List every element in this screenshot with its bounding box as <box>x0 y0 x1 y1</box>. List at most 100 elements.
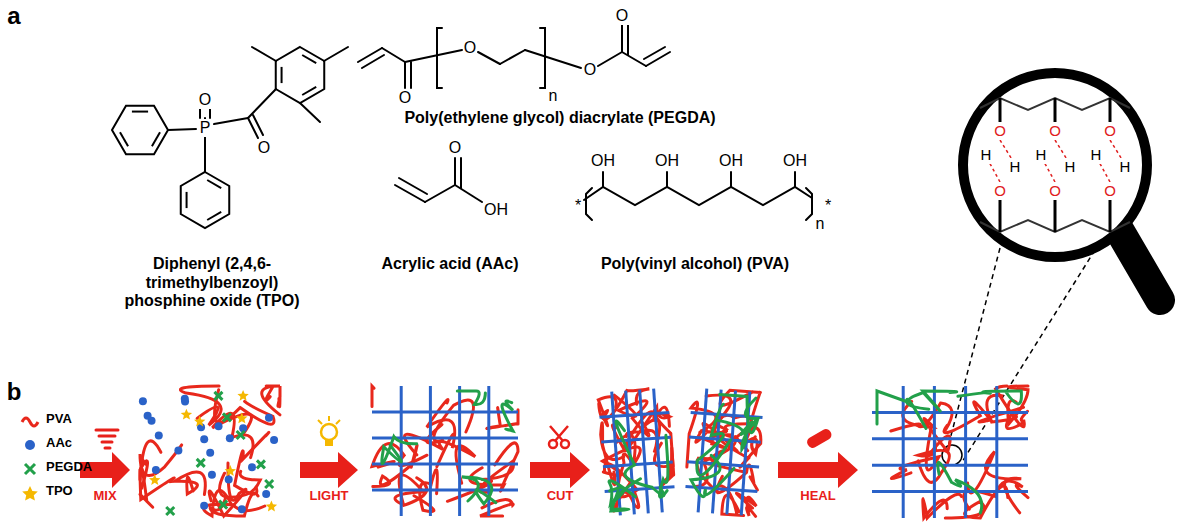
stroke <box>262 490 270 498</box>
compound-name: Poly(ethylene glycol) diacrylate (PEGDA) <box>395 109 725 127</box>
stroke <box>236 413 247 424</box>
stroke <box>194 416 205 427</box>
stroke <box>206 449 214 457</box>
compound-name: Acrylic acid (AAc) <box>350 255 550 273</box>
magnifier <box>942 73 1160 465</box>
stroke <box>278 386 280 407</box>
atom-label: O <box>257 139 271 157</box>
stroke <box>502 401 513 431</box>
stroke <box>968 452 1022 513</box>
stroke <box>599 412 669 417</box>
benzene-ring <box>276 47 324 103</box>
stroke <box>208 471 216 479</box>
stroke <box>718 425 762 468</box>
stroke <box>225 475 233 483</box>
stroke <box>266 501 277 512</box>
pegda-structure <box>358 25 670 88</box>
step-label: LIGHT <box>310 489 349 504</box>
mixed-precursor <box>139 386 280 516</box>
stroke <box>214 390 273 424</box>
stroke <box>166 507 174 515</box>
zoom-atom-label: H <box>1090 146 1103 163</box>
stroke <box>372 489 518 492</box>
zoom-atom-label: H <box>1119 158 1132 175</box>
stroke <box>601 437 671 442</box>
pva-structure <box>584 172 812 220</box>
panel-label: b <box>7 378 22 406</box>
stroke <box>140 461 174 500</box>
cured-network <box>372 386 518 516</box>
stroke <box>458 386 461 516</box>
stroke <box>302 87 316 95</box>
stroke <box>655 435 670 497</box>
atom-label: O <box>448 139 462 157</box>
stroke <box>215 422 223 430</box>
atom-label: O <box>198 91 212 109</box>
stroke <box>181 409 192 420</box>
stroke <box>696 403 733 477</box>
atom-label: * <box>824 197 832 215</box>
stroke <box>907 391 957 411</box>
stroke <box>690 454 735 499</box>
stroke <box>265 414 273 422</box>
legend-symbols <box>22 418 38 501</box>
stroke <box>120 132 128 146</box>
atom-label: n <box>548 87 559 105</box>
zoom-atom-label: O <box>1103 182 1117 199</box>
stroke <box>689 437 761 442</box>
stroke <box>429 386 432 516</box>
stroke <box>872 411 1028 414</box>
stroke <box>212 413 253 457</box>
atom-label: n <box>815 215 826 233</box>
legend-label: TPO <box>46 484 73 499</box>
legend-label: PVA <box>46 412 72 427</box>
stroke <box>400 386 403 516</box>
stroke <box>964 386 967 518</box>
stroke <box>995 386 998 518</box>
stroke <box>265 480 273 488</box>
stroke <box>149 474 160 485</box>
stroke <box>902 386 905 518</box>
stroke <box>248 463 256 471</box>
cut-piece <box>598 388 676 517</box>
stroke <box>144 412 152 420</box>
stroke <box>281 67 283 83</box>
atom-label: OH <box>654 152 680 170</box>
stroke <box>139 397 147 405</box>
atom-label: O <box>463 39 477 57</box>
zoom-atom-label: O <box>993 182 1007 199</box>
stroke <box>603 462 673 467</box>
stroke <box>372 386 374 406</box>
stroke <box>944 402 1023 433</box>
stroke <box>200 502 208 510</box>
zoom-atom-label: O <box>1048 122 1062 139</box>
network-squares <box>139 386 1028 518</box>
stroke <box>197 459 205 467</box>
stroke <box>237 431 245 439</box>
aac-structure <box>395 158 482 202</box>
stroke <box>155 431 163 439</box>
stroke <box>382 437 417 464</box>
stroke <box>877 391 926 429</box>
stroke <box>210 493 258 516</box>
zoom-atom-label: O <box>1048 182 1062 199</box>
stroke <box>609 479 643 511</box>
stroke <box>152 466 160 474</box>
zoom-atom-label: O <box>1103 122 1117 139</box>
stroke <box>872 464 1028 467</box>
stroke <box>372 411 518 414</box>
step-label: HEAL <box>800 489 835 504</box>
stroke <box>186 192 188 208</box>
stroke <box>174 447 182 455</box>
stroke <box>200 435 208 443</box>
benzene-ring <box>112 106 168 154</box>
stroke <box>372 463 518 466</box>
zoom-atom-label: H <box>1009 158 1022 175</box>
stroke <box>152 132 160 146</box>
stroke <box>727 391 736 515</box>
stroke <box>302 55 316 63</box>
stroke <box>207 180 221 188</box>
atom-label: * <box>574 197 582 215</box>
atom-label: P <box>199 119 212 137</box>
stroke <box>717 395 759 436</box>
